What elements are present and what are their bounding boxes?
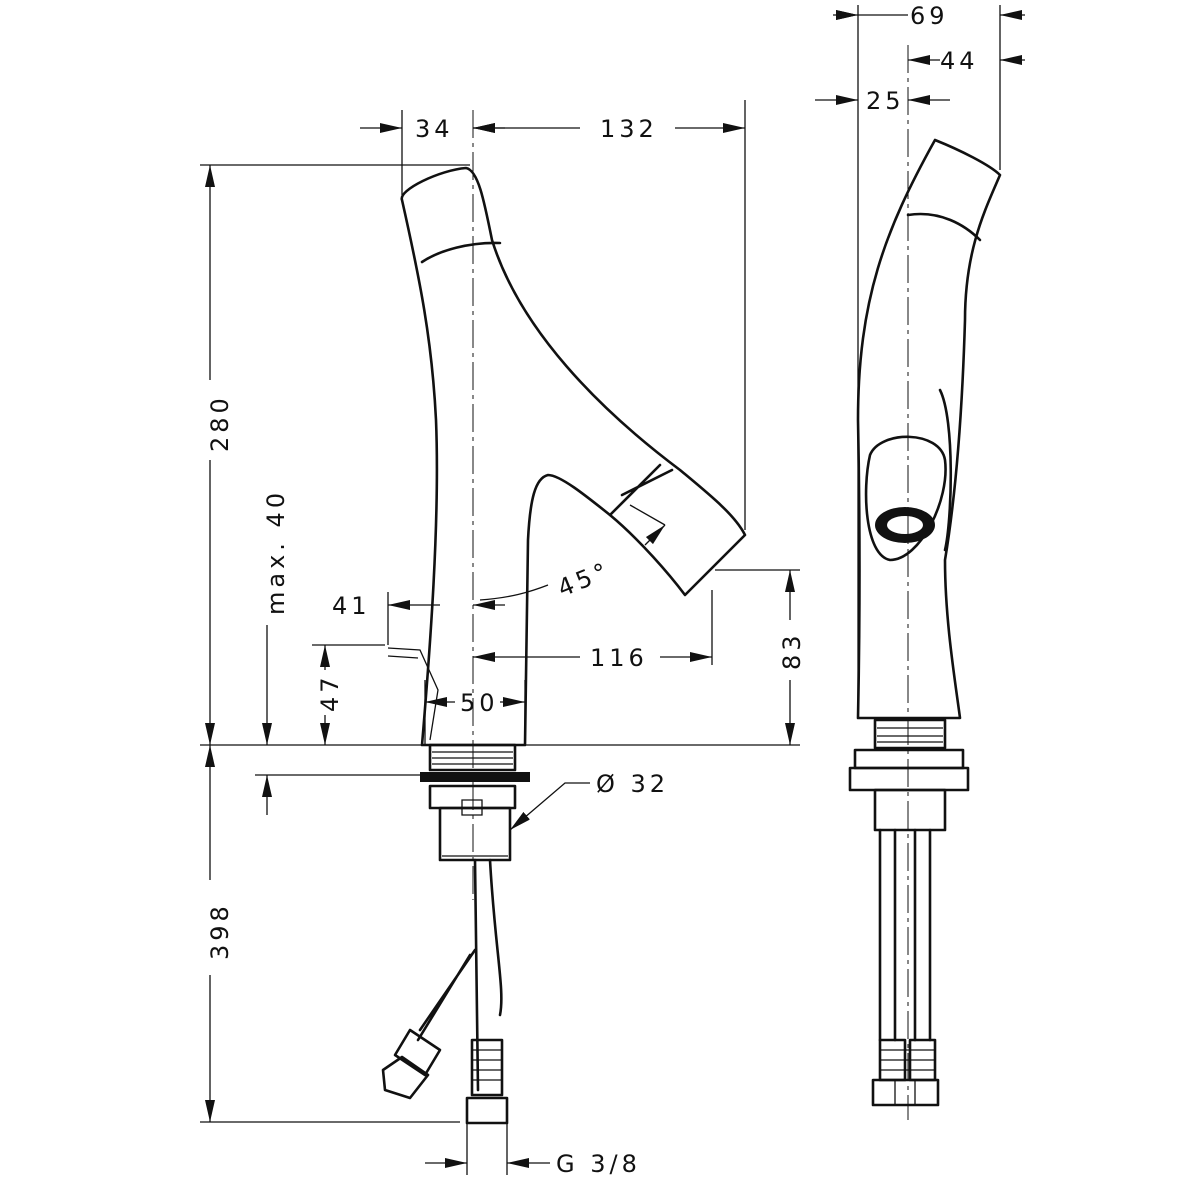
spout-ring — [608, 463, 674, 517]
dim-47: 47 — [316, 673, 344, 712]
dim-116: 116 — [590, 644, 648, 672]
washer — [420, 772, 530, 782]
collar-line — [420, 241, 502, 264]
dim-280: 280 — [206, 394, 234, 452]
dim-45-deg: 45° — [554, 556, 615, 602]
faucet-front-view — [381, 166, 747, 1125]
faucet-body-outline — [400, 166, 747, 747]
dim-398: 398 — [206, 902, 234, 960]
dim-132: 132 — [600, 115, 658, 143]
side-body-outline — [856, 138, 1002, 720]
dimension-lines — [205, 9, 1025, 1168]
lever — [387, 647, 439, 741]
dim-diameter-32: Ø 32 — [596, 770, 669, 798]
hose-connector-center — [465, 1038, 509, 1125]
hose-connector-left — [381, 1028, 442, 1100]
dim-69: 69 — [910, 2, 949, 30]
dim-max-40: max. 40 — [262, 489, 290, 615]
dim-44: 44 — [940, 47, 979, 75]
extension-lines — [200, 5, 1001, 1175]
dim-25: 25 — [866, 87, 905, 115]
mounting-sleeve — [438, 806, 512, 862]
dim-34: 34 — [415, 115, 454, 143]
dim-50: 50 — [460, 689, 499, 717]
dim-41: 41 — [332, 592, 371, 620]
hose-left — [473, 858, 503, 1092]
dim-g-3-8: G 3/8 — [556, 1150, 641, 1178]
dim-83: 83 — [778, 631, 806, 670]
faucet-side-view — [848, 138, 1002, 1107]
dimension-labels: 69 44 25 34 132 280 max. 40 41 45° 116 8… — [206, 2, 979, 1178]
